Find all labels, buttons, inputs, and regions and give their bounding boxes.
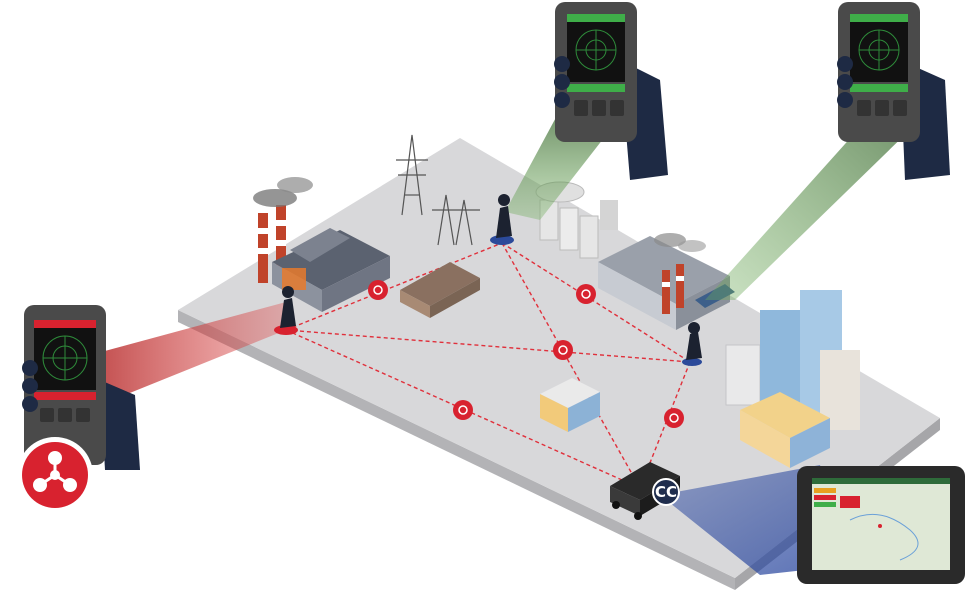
detector-device-left [22,305,140,470]
detector-device-center [554,2,668,180]
factory-left [253,177,390,312]
detector-device-right [837,2,950,180]
command-center-label: CC [655,483,677,501]
signal-beacon-icon [553,340,573,360]
office-building [540,378,600,432]
tablet-device [797,466,965,584]
signal-beacons [368,280,684,428]
warehouse-mid [400,262,480,318]
hazard-icon [17,437,93,513]
operator-figure [682,322,702,366]
command-center-badge: CC [652,478,680,506]
signal-beacon-icon [576,284,596,304]
city-buildings [725,290,860,468]
signal-beacon-icon [453,400,473,420]
operator-figure [490,194,514,245]
signal-beacon-icon [664,408,684,428]
power-tower [396,134,480,246]
operator-figure [274,286,298,335]
signal-beacon-icon [368,280,388,300]
